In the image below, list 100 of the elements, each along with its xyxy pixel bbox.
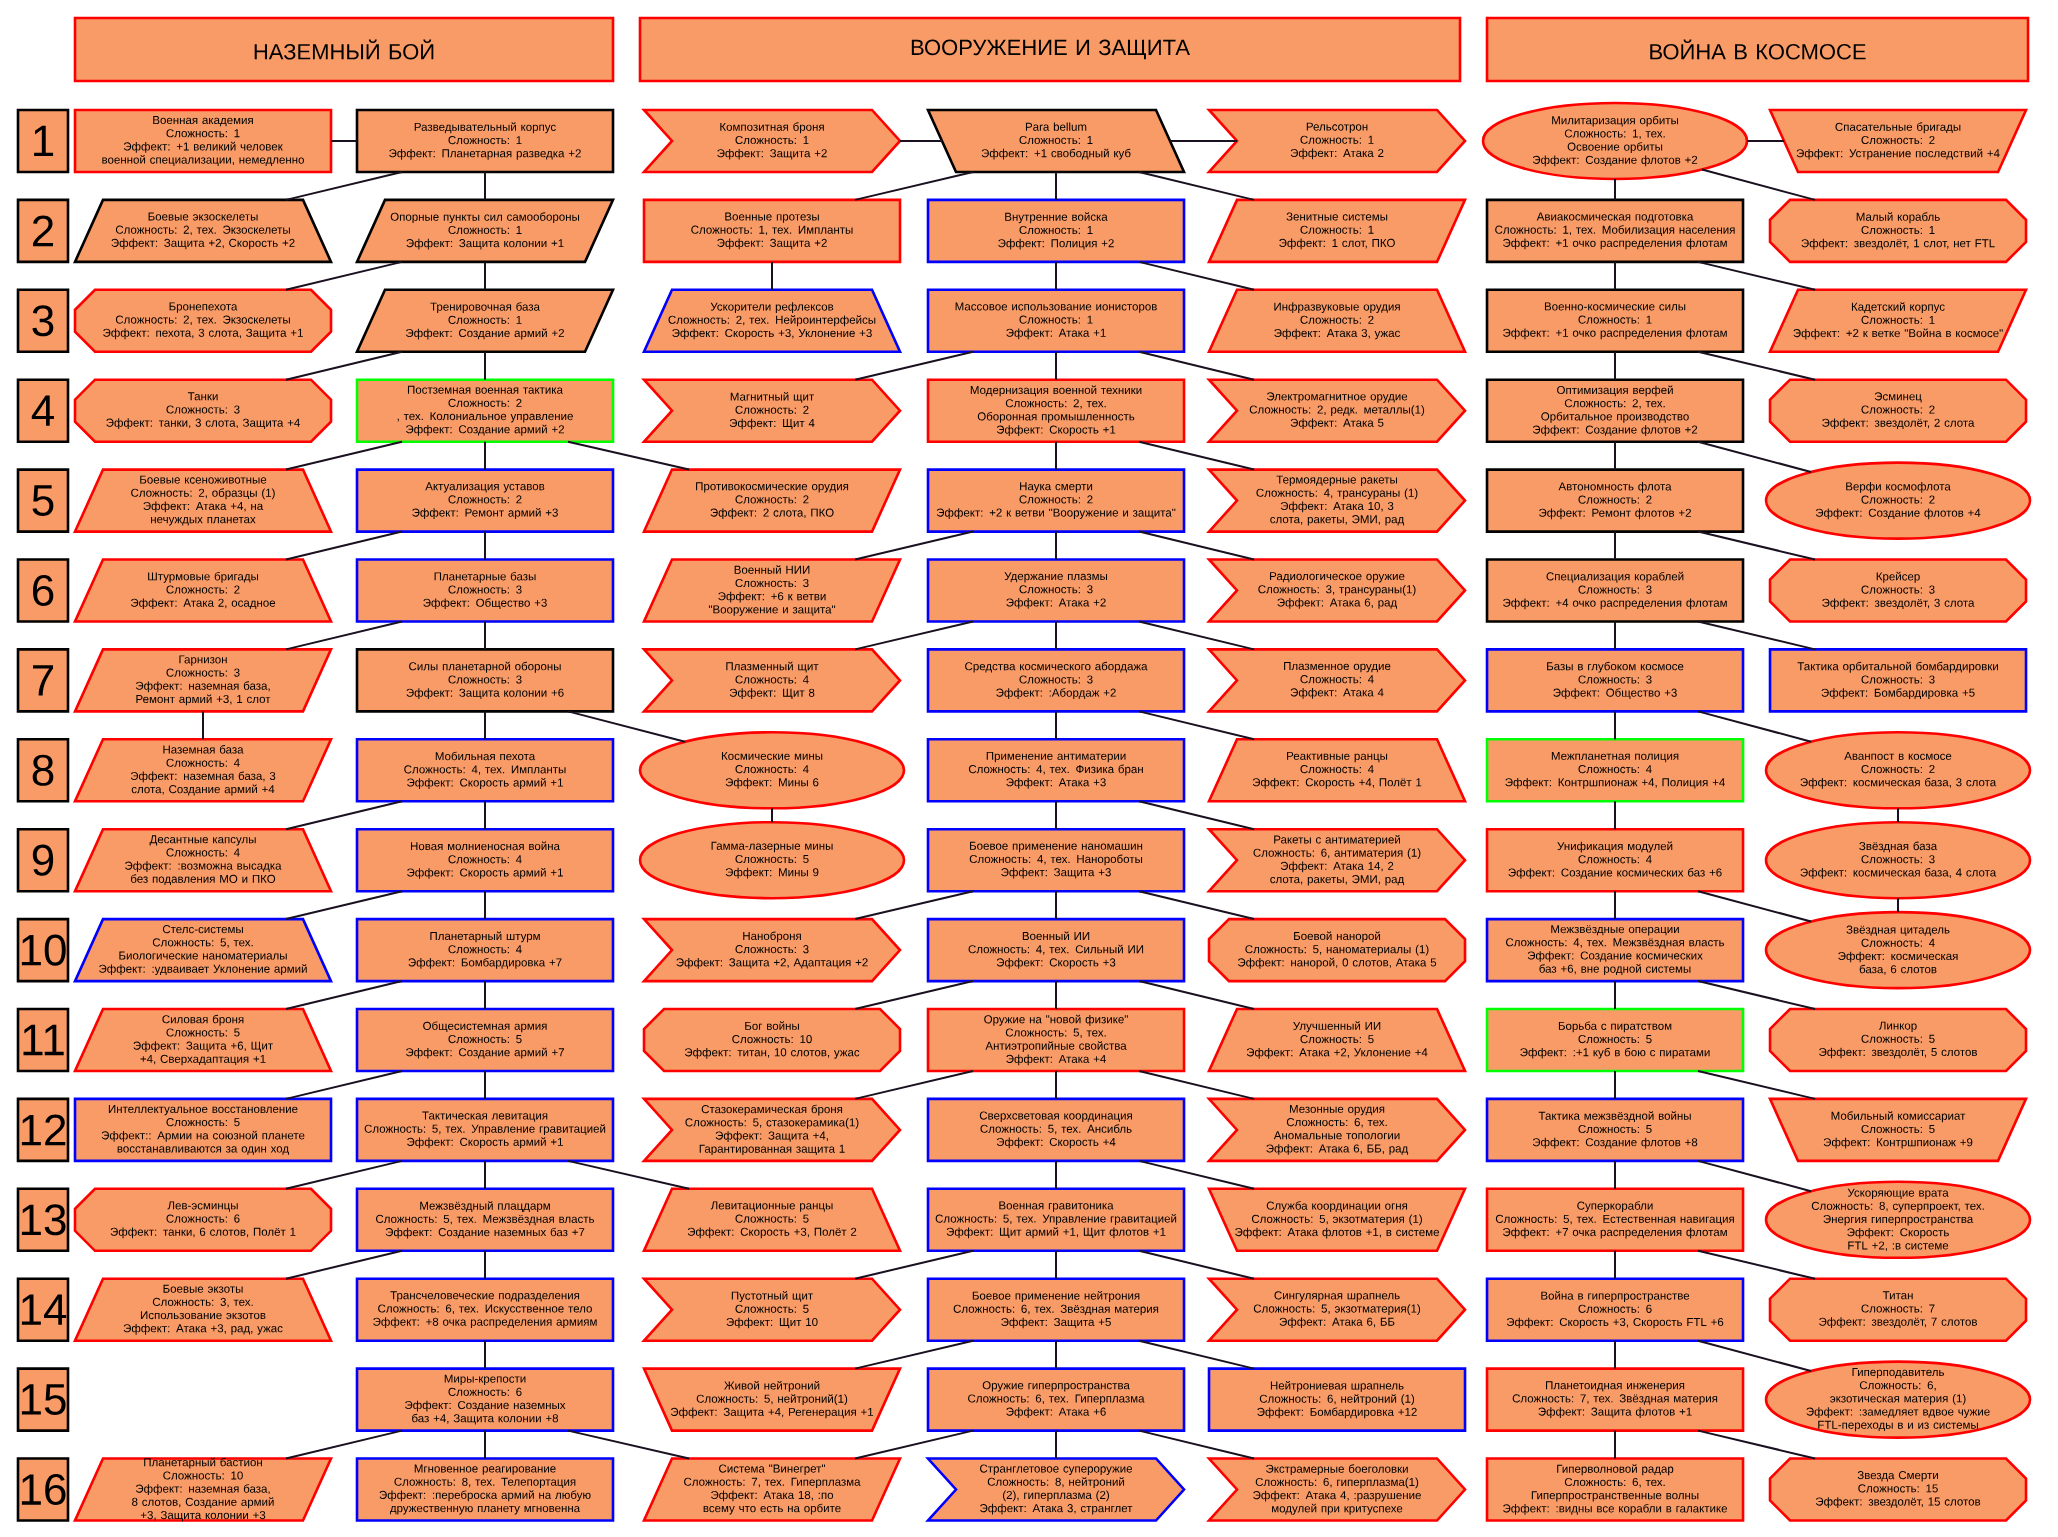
trapezoid-box: Инфразвуковые орудия Сложность: 2 Эффект: Атака 3, ужас xyxy=(1207,288,1468,354)
connector-line xyxy=(1055,620,1057,651)
connector-line xyxy=(771,807,773,824)
trapezoid-box: Боевые экзоты Сложность: 3, тех. Использование экзотов Эффект: Атака +3, рад, ужас xyxy=(73,1277,334,1342)
row-number-box: 5 xyxy=(16,468,70,533)
octagon-box: Бронепехота Сложность: 2, тех. Экзоскелеты Эффект: пехота, 3 слота, Защита +1 xyxy=(73,288,333,354)
connector-line xyxy=(1138,1070,1255,1100)
tech-box: Мобильная пехота Сложность: 4, тех. Импланты Эффект: Скорость армий +1 xyxy=(355,738,615,803)
connector-line xyxy=(1138,530,1255,561)
tech-box: Борьба с пиратством Сложность: 5 Эффект: :+1 куб в бою с пиратами xyxy=(1485,1007,1745,1073)
row-number-box: 11 xyxy=(16,1007,70,1073)
connector-line xyxy=(285,890,403,921)
connector-line xyxy=(1055,1070,1057,1100)
octagon-box: Звезда Смерти Сложность: 15 Эффект: звездолёт, 15 слотов xyxy=(1768,1457,2028,1522)
connector-line xyxy=(1697,260,1816,291)
connector-line xyxy=(1614,260,1616,291)
connector-line xyxy=(1697,620,1816,651)
row-number-box: 6 xyxy=(16,558,70,623)
connector-line xyxy=(484,171,486,201)
connector-line xyxy=(1055,710,1057,741)
octagon-box: Лев-эсминцы Сложность: 6 Эффект: танки, 6 слотов, Полёт 1 xyxy=(73,1187,333,1253)
row-number-box: 4 xyxy=(16,378,70,443)
tech-box: Тактика межзвёздной войны Сложность: 5 Эффект: Создание флотов +8 xyxy=(1485,1097,1745,1163)
connector-line xyxy=(484,440,486,471)
tech-box: Тактическая левитация Сложность: 5, тех. Управление гравитацией Эффект: Скорость армий +1 xyxy=(355,1097,615,1163)
tech-box: Планетарный штурм Сложность: 4 Эффект: Бомбардировка +7 xyxy=(355,917,615,983)
trapezoid-box: Улучшенный ИИ Сложность: 5 Эффект: Атака +2, Уклонение +4 xyxy=(1207,1007,1468,1073)
connector-line xyxy=(1897,897,1899,914)
chevron-box: Термоядерные ракеты Сложность: 4, трансураны (1) Эффект: Атака 10, 3 слота, ракеты, ЭМИ, рад xyxy=(1206,468,1467,533)
connector-line xyxy=(1697,1429,1816,1460)
connector-line xyxy=(285,440,403,471)
connector-line xyxy=(1614,980,1616,1010)
tech-box: Суперкорабли Сложность: 5, тех. Естественная навигация Эффект: +7 очка распределения флотам xyxy=(1485,1187,1745,1253)
tech-box: Массовое использование ионисторов Сложность: 1 Эффект: Атака +1 xyxy=(926,288,1186,354)
connector-line xyxy=(484,710,486,741)
tech-box: Разведывательный корпус Сложность: 1 Эффект: Планетарная разведка +2 xyxy=(355,108,615,174)
trapezoid-box: Ускорители рефлексов Сложность: 2, тех. Нейроинтерфейсы Эффект: Скорость +3, Уклонение +3 xyxy=(642,288,903,354)
connector-line xyxy=(1697,1070,1816,1100)
tech-box: Удержание плазмы Сложность: 3 Эффект: Атака +2 xyxy=(926,558,1186,623)
connector-line xyxy=(1055,1159,1057,1190)
octagon-box: Бог войны Сложность: 10 Эффект: титан, 10 слотов, ужас xyxy=(642,1007,902,1073)
connector-line xyxy=(484,890,486,921)
chevron-box: Сингулярная шрапнель Сложность: 5, экзотматерия(1) Эффект: Атака 6, ББ xyxy=(1206,1277,1467,1342)
connector-line xyxy=(285,350,403,381)
connector-line xyxy=(285,1429,403,1460)
tech-box: Постземная военная тактика Сложность: 2 , тех. Колониальное управление Эффект: Создание армий +2 xyxy=(355,378,615,443)
connector-line xyxy=(854,1070,974,1100)
octagon-box: Эсминец Сложность: 2 Эффект: звездолёт, 2 слота xyxy=(1768,378,2028,443)
connector-line xyxy=(1055,530,1057,561)
ellipse-node: Верфи космофлота Сложность: 2 Эффект: Создание флотов +4 xyxy=(1764,461,2032,540)
connector-line xyxy=(1897,807,1899,824)
parallelogram-box: Военный НИИ Сложность: 3 Эффект: +6 к ветви "Вооружение и защита" xyxy=(642,558,903,623)
connector-line xyxy=(854,1339,974,1370)
connector-line xyxy=(1055,890,1057,921)
row-number-box: 1 xyxy=(16,108,70,174)
tech-box: Миры-крепости Сложность: 6 Эффект: Создание наземных баз +4, Защита колонии +8 xyxy=(355,1367,615,1432)
parallelogram-box: Система "Винегрет" Сложность: 7, тех. Гиперплазма Эффект: Атака 18, :по всему что есть на орбите xyxy=(642,1457,903,1522)
chevron-box: Магнитный щит Сложность: 2 Эффект: Щит 4 xyxy=(641,378,902,443)
connector-line xyxy=(1055,980,1057,1010)
parallelogram-box: Гарнизон Сложность: 3 Эффект: наземная база, Ремонт армий +3, 1 слот xyxy=(73,648,334,713)
row-number-box: 16 xyxy=(16,1457,70,1522)
tech-box: Модернизация военной техники Сложность: 2, тех. Оборонная промышленность Эффект: Скорость +1 xyxy=(926,378,1186,443)
chevron-box: Композитная броня Сложность: 1 Эффект: Защита +2 xyxy=(641,108,902,174)
connector-line xyxy=(771,260,773,291)
connector-line xyxy=(285,1249,403,1280)
row-number-box: 8 xyxy=(16,738,70,803)
connector-line xyxy=(854,171,974,201)
row-number-box: 7 xyxy=(16,648,70,713)
connector-line xyxy=(1138,260,1255,291)
tech-box: Наука смерти Сложность: 2 Эффект: +2 к ветви "Вооружение и защита" xyxy=(926,468,1186,533)
connector-line xyxy=(1055,440,1057,471)
parallelogram-box: Опорные пункты сил самообороны Сложность: 1 Эффект: Защита колонии +1 xyxy=(355,198,616,264)
connector-line xyxy=(484,980,486,1010)
connector-line xyxy=(285,530,403,561)
tech-box: Тактика орбитальной бомбардировки Сложность: 3 Эффект: Бомбардировка +5 xyxy=(1768,648,2028,713)
connector-line xyxy=(1055,171,1057,201)
connector-line xyxy=(1138,890,1255,921)
connector-line xyxy=(484,1429,486,1460)
connector-line xyxy=(285,620,403,651)
chevron-box: Электромагнитное орудие Сложность: 2, редк. металлы(1) Эффект: Атака 5 xyxy=(1206,378,1467,443)
connector-line xyxy=(1138,1429,1255,1460)
tech-box: Трансчеловеческие подразделения Сложность: 6, тех. Искусственное тело Эффект: +8 очка распределения армиям xyxy=(355,1277,615,1342)
connector-line xyxy=(330,140,358,142)
connector-line xyxy=(1138,171,1255,201)
connector-line xyxy=(1138,440,1255,471)
tech-box: Военная гравитоника Сложность: 5, тех. Управление гравитацией Эффект: Щит армий +1, Щит флотов +1 xyxy=(926,1187,1186,1253)
connector-line xyxy=(854,350,974,381)
trapezoid-box: Боевые экзоскелеты Сложность: 2, тех. Экзоскелеты Эффект: Защита +2, Скорость +2 xyxy=(73,198,334,264)
tech-box: Гиперволновой радар Сложность: 6, тех. Гиперпространственные волны Эффект: :видны все корабли в галактике xyxy=(1485,1457,1745,1522)
ellipse-node: Звёздная база Сложность: 3 Эффект: космическая база, 4 слота xyxy=(1764,820,2032,900)
connector-line xyxy=(1614,1159,1616,1190)
tech-box: Межзвёздный плацдарм Сложность: 5, тех. Межзвёздная власть Эффект: Создание наземных баз +7 xyxy=(355,1187,615,1253)
connector-line xyxy=(1614,1249,1616,1280)
connector-line xyxy=(567,440,690,471)
connector-line xyxy=(854,980,974,1010)
connector-line xyxy=(1697,1159,1812,1193)
connector-line xyxy=(1138,980,1255,1010)
tech-box: Боевое применение нейтрония Сложность: 6, тех. Звёздная материя Эффект: Защита +5 xyxy=(926,1277,1186,1342)
tech-box: Война в гиперпространстве Сложность: 6 Эффект: Скорость +3, Скорость FTL +6 xyxy=(1485,1277,1745,1342)
chevron-box: Рельсотрон Сложность: 1 Эффект: Атака 2 xyxy=(1206,108,1467,174)
